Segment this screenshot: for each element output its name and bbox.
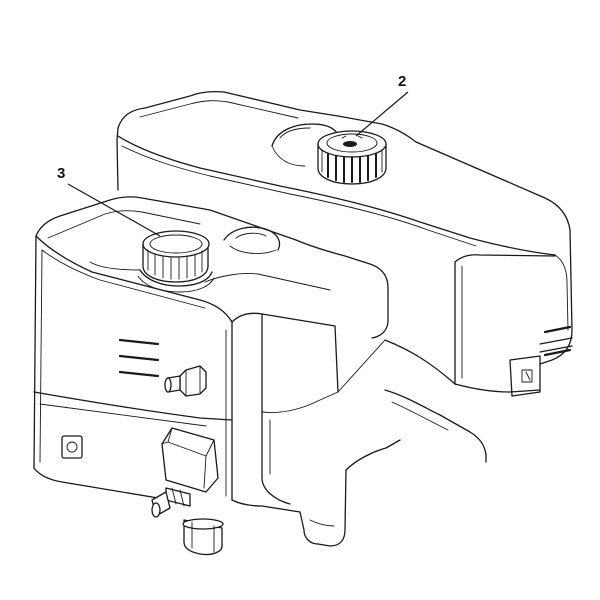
callout-label-2: 2 [398,73,407,90]
hose-nipple [164,365,207,397]
drain-fitting [151,427,219,518]
bottom-drain-stub [182,518,224,556]
cap-3 [137,230,215,293]
leader-line-2 [355,91,409,137]
rear-reservoir [116,90,573,463]
cap-2 [317,130,387,185]
front-reservoir [33,196,401,547]
callout-label-3: 3 [57,165,66,182]
leader-line-3 [67,183,161,237]
